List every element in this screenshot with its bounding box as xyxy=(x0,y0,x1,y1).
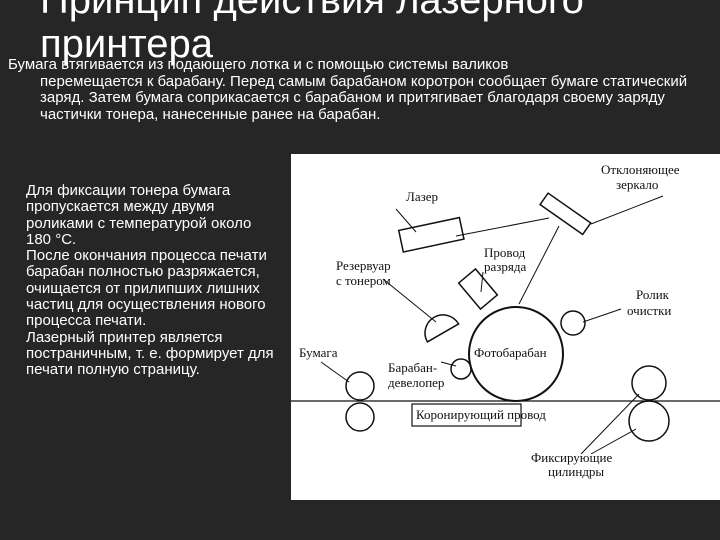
label-mirror-1: Отклоняющее xyxy=(601,162,680,177)
fuser-roller-top xyxy=(631,365,667,401)
label-wire-1: Провод xyxy=(484,245,526,260)
leader-cleaning xyxy=(582,308,622,323)
printer-diagram: Лазер Отклоняющее зеркало Провод разряда… xyxy=(291,154,720,500)
printer-diagram-svg: Лазер Отклоняющее зеркало Провод разряда… xyxy=(291,162,720,479)
leader-fuser-top xyxy=(580,393,640,455)
paragraph-cleaning: После окончания процесса печати барабан … xyxy=(26,247,267,330)
paragraph-fixing: Для фиксации тонера бумага пропускается … xyxy=(26,182,252,248)
label-corona: Коронирующий провод xyxy=(416,407,546,422)
label-cleaning-2: очистки xyxy=(627,303,671,318)
leader-developer xyxy=(440,361,457,367)
paragraph-page-printer: Лазерный принтер является постраничным, … xyxy=(26,328,274,379)
feed-roller-bottom xyxy=(345,402,375,432)
leader-fuser-bottom xyxy=(590,428,637,455)
leader-paper xyxy=(320,361,350,383)
intro-paragraph: Бумага втягивается из подающего лотка и … xyxy=(8,56,708,123)
deflecting-mirror xyxy=(539,192,592,236)
toner-reservoir xyxy=(424,314,460,343)
label-mirror-2: зеркало xyxy=(616,177,658,192)
label-paper: Бумага xyxy=(299,345,338,360)
label-laser: Лазер xyxy=(406,189,438,204)
discharge-wire-unit xyxy=(457,267,499,311)
leader-reservoir xyxy=(382,278,437,323)
label-reservoir-2: с тонером xyxy=(336,273,391,288)
fuser-roller-bottom xyxy=(628,400,670,442)
slide-title: Принцип действия лазерного принтера xyxy=(40,0,584,66)
laser-unit xyxy=(397,216,465,253)
label-wire-2: разряда xyxy=(484,259,526,274)
corona-wire-box xyxy=(411,403,522,427)
label-developer-1: Барабан- xyxy=(388,360,437,375)
leader-laser xyxy=(395,208,417,233)
photo-drum xyxy=(468,306,564,402)
label-cleaning-1: Ролик xyxy=(636,287,670,302)
label-reservoir-1: Резервуар xyxy=(336,258,391,273)
label-drum: Фотобарабан xyxy=(474,345,547,360)
leader-mirror xyxy=(590,195,664,225)
intro-line-1: Бумага втягивается из подающего лотка и … xyxy=(8,56,509,73)
label-fuser-2: цилиндры xyxy=(548,464,604,479)
laser-beam xyxy=(455,217,550,237)
laser-beam-reflected xyxy=(518,225,560,305)
intro-continuation: перемещается к барабану. Перед самым бар… xyxy=(40,72,688,123)
label-developer-2: девелопер xyxy=(388,375,444,390)
developer-roller xyxy=(450,358,472,380)
left-text-column: Для фиксации тонера бумага пропускается … xyxy=(26,182,276,379)
cleaning-roller xyxy=(560,310,586,336)
feed-roller-top xyxy=(345,371,375,401)
label-fuser-1: Фиксирующие xyxy=(531,450,612,465)
leader-wire xyxy=(480,271,484,293)
